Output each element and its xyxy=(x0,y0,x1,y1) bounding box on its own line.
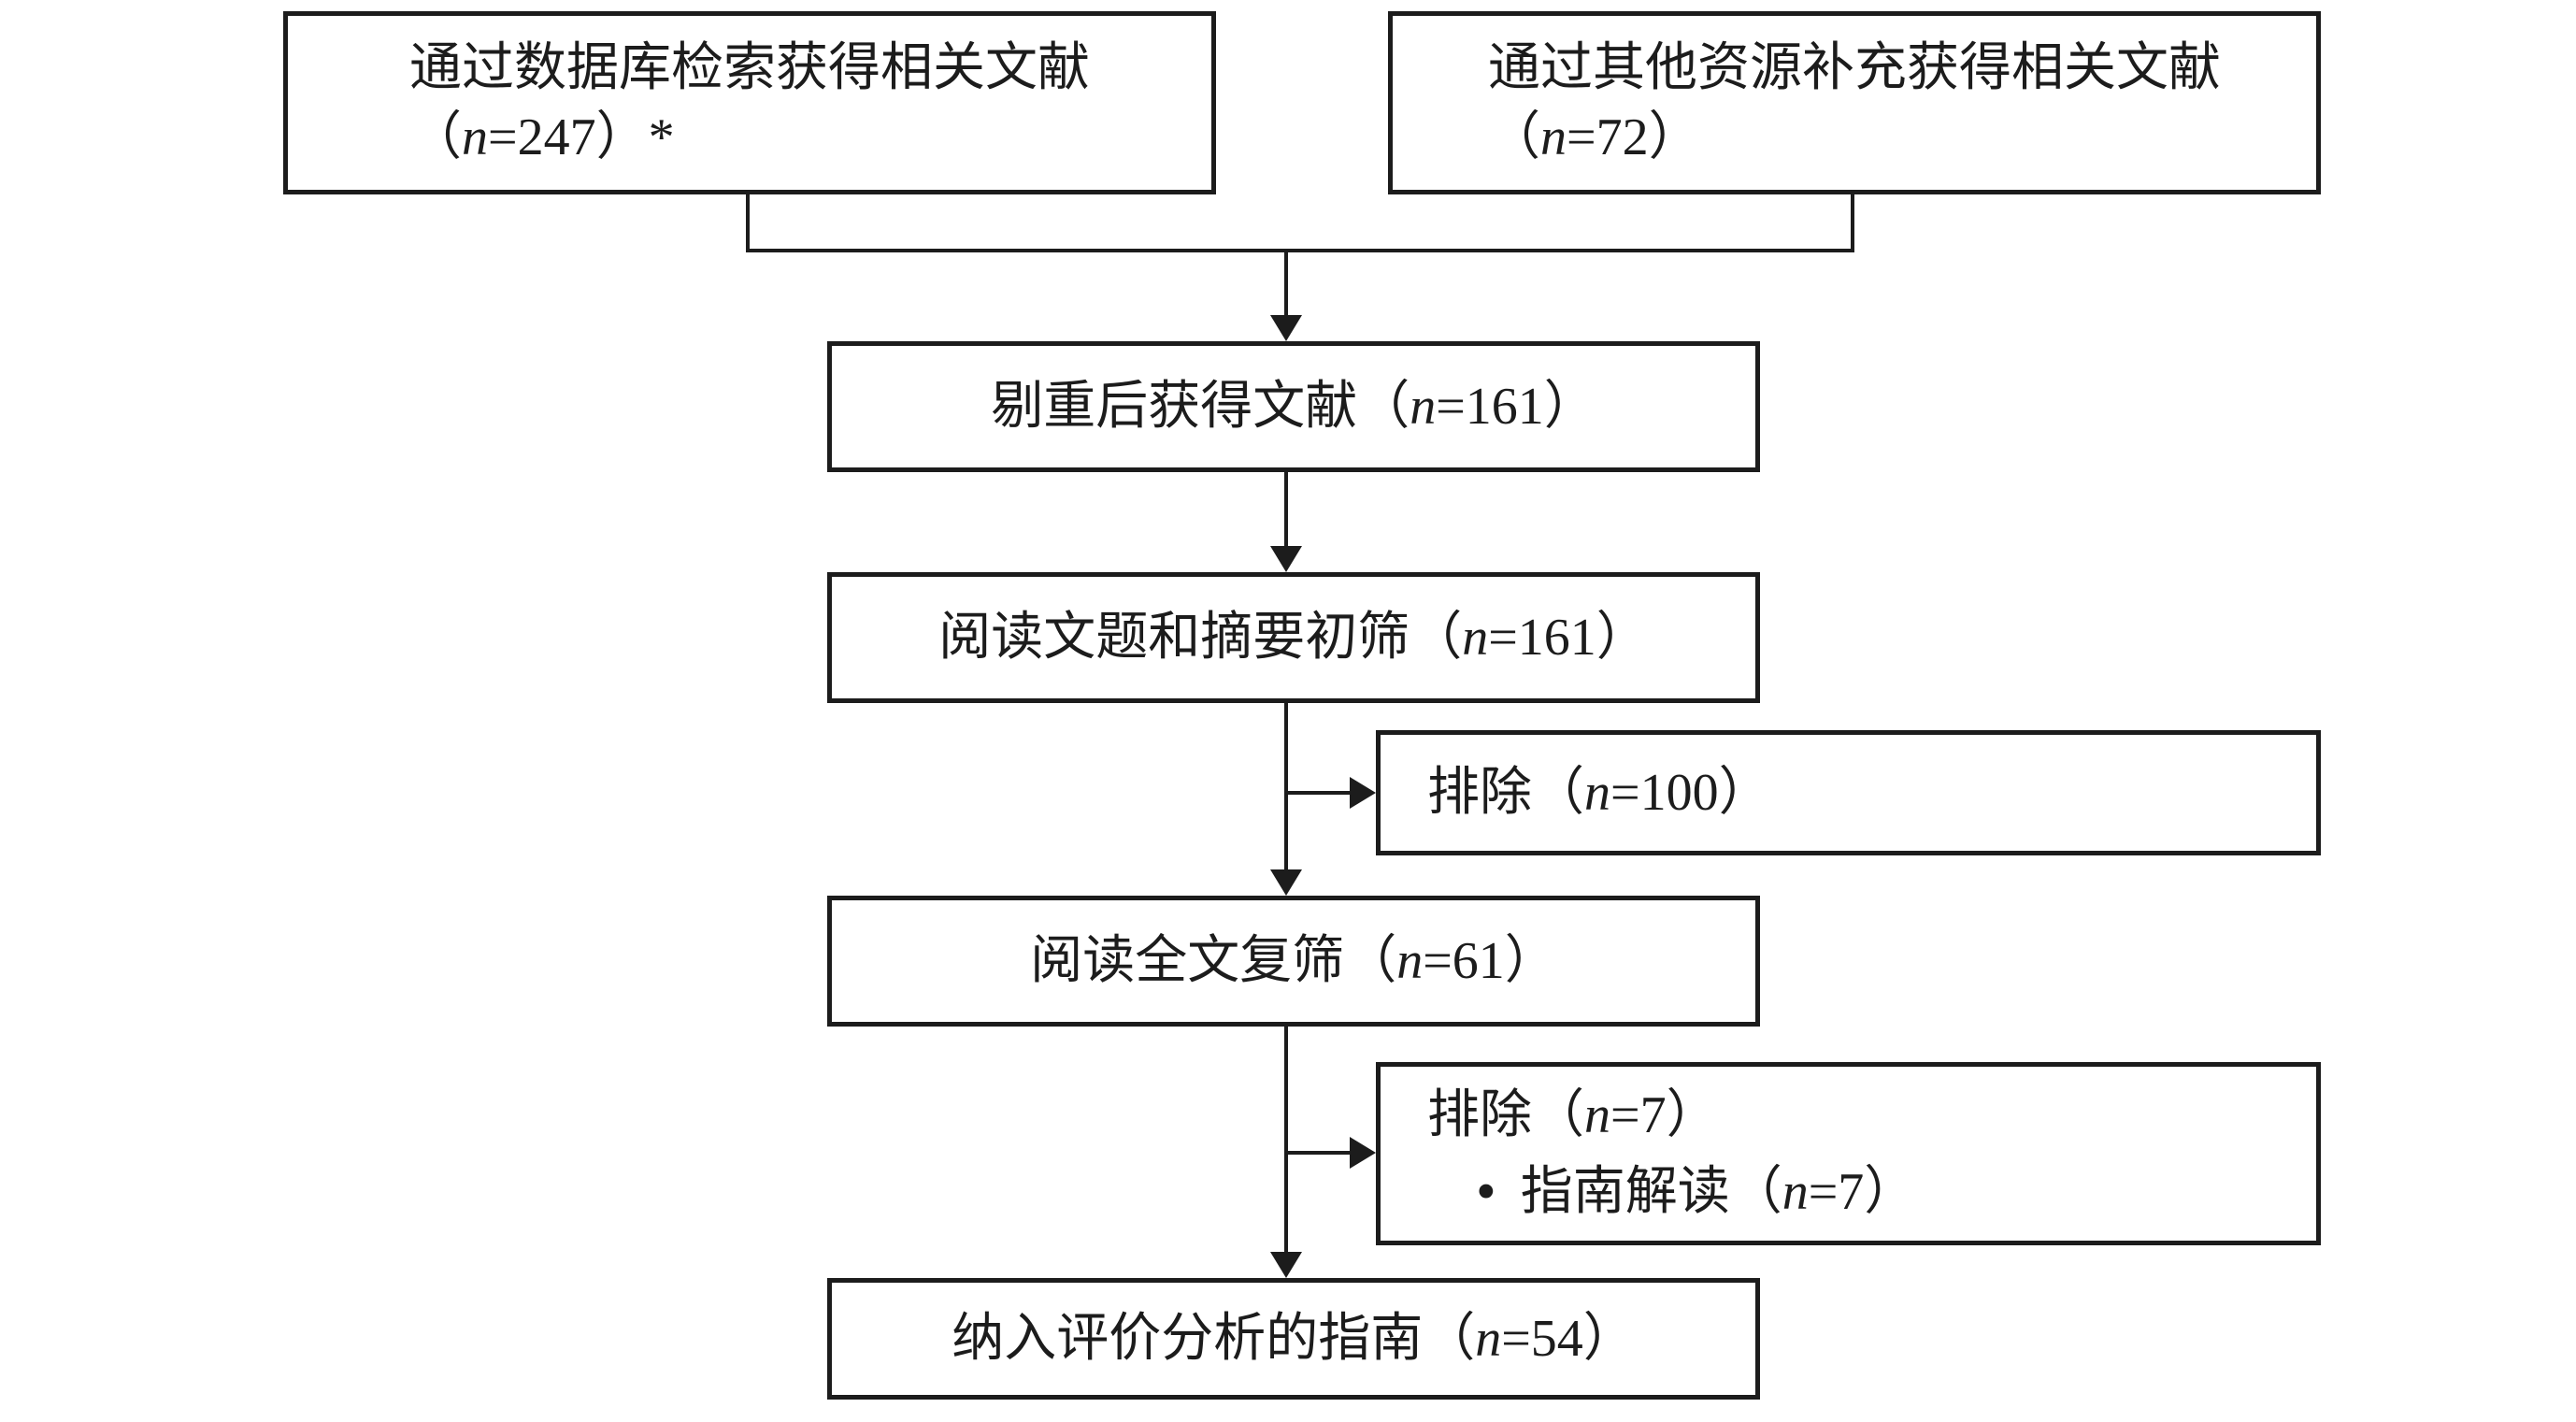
connector-initial-to-fulltext xyxy=(1284,701,1288,871)
box-excluded-fulltext-text: 排除（n=7） • 指南解读（n=7） xyxy=(1427,1077,1916,1230)
connector-merge-to-dedup xyxy=(1284,249,1288,317)
connector-dedup-to-initial xyxy=(1284,470,1288,548)
box-database-search-text: 通过数据库检索获得相关文献 （n=247）* xyxy=(409,34,1090,172)
box-excluded-initial-label: 排除（n=100） xyxy=(1427,764,1771,822)
box-fulltext-screening: 阅读全文复筛（n=61） xyxy=(827,896,1760,1027)
connector-branch-excluded-initial xyxy=(1284,791,1353,795)
arrowhead-down-included xyxy=(1270,1252,1302,1278)
connector-fulltext-to-included xyxy=(1284,1025,1288,1254)
box-excluded-fulltext-bullet-text: 指南解读（n=7） xyxy=(1520,1163,1917,1221)
box-deduplicated-label: 剔重后获得文献（n=161） xyxy=(991,378,1596,436)
box-database-search: 通过数据库检索获得相关文献 （n=247）* xyxy=(283,11,1216,194)
box-other-sources-line1: 通过其他资源补充获得相关文献 xyxy=(1488,39,2221,97)
box-database-search-line2: （n=247）* xyxy=(409,108,675,166)
arrowhead-down-fulltext xyxy=(1270,869,1302,896)
arrowhead-right-excluded-initial xyxy=(1350,777,1376,809)
arrowhead-down-initial xyxy=(1270,546,1302,572)
bullet-icon: • xyxy=(1476,1160,1496,1224)
box-excluded-fulltext-line1: 排除（n=7） xyxy=(1427,1086,1719,1144)
box-other-sources: 通过其他资源补充获得相关文献 （n=72） xyxy=(1388,11,2321,194)
box-database-search-line1: 通过数据库检索获得相关文献 xyxy=(409,39,1090,97)
box-deduplicated: 剔重后获得文献（n=161） xyxy=(827,341,1760,472)
connector-drop-right xyxy=(1851,193,1854,252)
box-other-sources-line2: （n=72） xyxy=(1488,108,1701,166)
box-other-sources-text: 通过其他资源补充获得相关文献 （n=72） xyxy=(1488,34,2221,172)
box-excluded-initial: 排除（n=100） xyxy=(1376,730,2321,855)
connector-branch-excluded-fulltext xyxy=(1284,1151,1353,1155)
connector-drop-left xyxy=(746,193,750,252)
connector-merge-horizontal xyxy=(746,249,1854,252)
box-title-abstract-screening-label: 阅读文题和摘要初筛（n=161） xyxy=(938,609,1649,667)
box-excluded-fulltext-bullet-line: • 指南解读（n=7） xyxy=(1427,1154,1916,1230)
box-fulltext-screening-label: 阅读全文复筛（n=61） xyxy=(1030,932,1557,990)
box-included-guidelines-label: 纳入评价分析的指南（n=54） xyxy=(952,1310,1636,1368)
box-excluded-fulltext: 排除（n=7） • 指南解读（n=7） xyxy=(1376,1062,2321,1245)
arrowhead-right-excluded-fulltext xyxy=(1350,1137,1376,1169)
arrowhead-down-dedup xyxy=(1270,315,1302,341)
box-title-abstract-screening: 阅读文题和摘要初筛（n=161） xyxy=(827,572,1760,703)
box-included-guidelines: 纳入评价分析的指南（n=54） xyxy=(827,1278,1760,1400)
